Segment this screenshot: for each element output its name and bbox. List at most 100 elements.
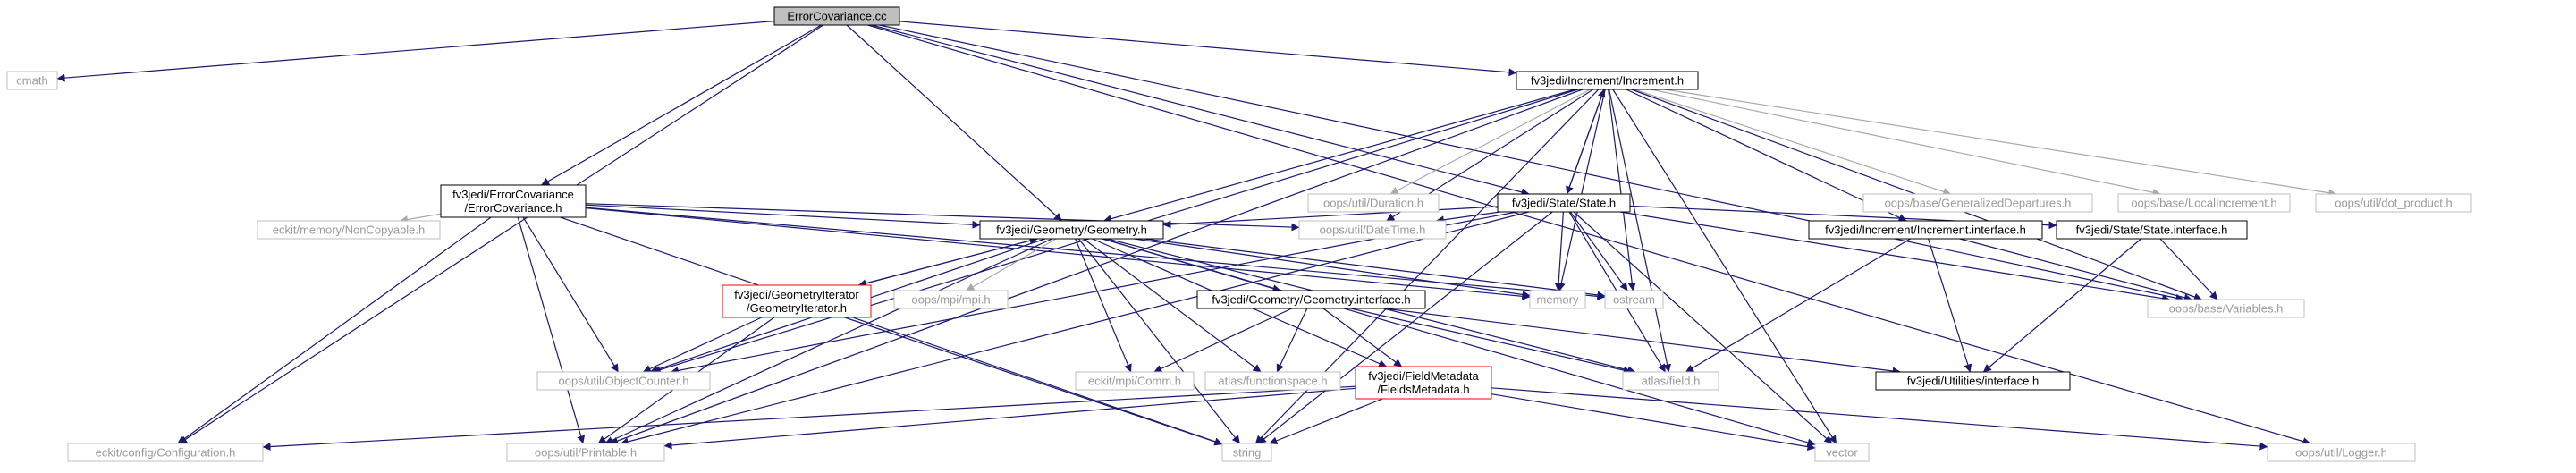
node-dotprod[interactable]: oops/util/dot_product.h — [2315, 193, 2472, 213]
edge-state-to-ostream — [1569, 211, 1628, 291]
node-printable-box — [506, 443, 665, 462]
node-errcov[interactable]: fv3jedi/ErrorCovariance/ErrorCovariance.… — [440, 184, 587, 218]
edge-errcov-to-datetime — [585, 203, 1300, 232]
node-root: ErrorCovariance.cc — [773, 6, 900, 26]
edge-geom-to-vector — [1102, 238, 1816, 447]
node-duration[interactable]: oops/util/Duration.h — [1307, 193, 1440, 213]
edge-inc-to-ostream — [1608, 89, 1636, 291]
edge-fieldmeta-to-logger — [1491, 387, 2268, 451]
node-memory-label-0: memory — [1537, 293, 1579, 307]
nodes-layer: ErrorCovariance.cc cmath eckit/config/Conf… — [6, 6, 2472, 462]
node-objcounter[interactable]: oops/util/ObjectCounter.h — [536, 371, 711, 391]
node-memory[interactable]: memory — [1529, 290, 1586, 309]
edge-root-to-state — [871, 24, 1530, 197]
edge-state-to-inc — [1566, 89, 1606, 195]
edge-inc-to-dotprod — [1664, 89, 2337, 198]
node-vector[interactable]: vector — [1814, 443, 1870, 462]
edge-fieldmeta-to-vector — [1491, 393, 1816, 452]
node-stateinterface-box — [2056, 220, 2248, 240]
node-utilinterface-box — [1875, 371, 2071, 391]
node-noncopy-label-0: eckit/memory/NonCopyable.h — [273, 224, 426, 237]
node-printable[interactable]: oops/util/Printable.h — [506, 443, 665, 462]
edge-inc-to-printable — [610, 89, 1584, 445]
edge-geominterface-to-funcspace — [1276, 308, 1308, 373]
node-noncopy[interactable]: eckit/memory/NonCopyable.h — [257, 220, 441, 240]
node-state[interactable]: fv3jedi/State/State.h — [1497, 193, 1631, 213]
node-geomiter[interactable]: fv3jedi/GeometryIterator/GeometryIterato… — [722, 284, 872, 318]
node-errcov-box — [440, 184, 587, 218]
edge-errcov-to-objcounter — [522, 216, 619, 373]
node-inc-box — [1516, 71, 1699, 90]
node-memory-box — [1529, 290, 1586, 309]
node-vector-box — [1814, 443, 1870, 462]
node-logger-label-0: oops/util/Logger.h — [2295, 446, 2387, 460]
edge-state-to-datetime — [1435, 211, 1500, 224]
node-geomiter-box — [722, 284, 872, 318]
edge-inc-to-vector — [1612, 89, 1837, 444]
node-noncopy-box — [257, 220, 441, 240]
node-state-label-0: fv3jedi/State/State.h — [1512, 197, 1616, 210]
edge-root-to-conf — [179, 24, 823, 444]
edge-inc-to-incinterface — [1626, 89, 1907, 222]
node-logger[interactable]: oops/util/Logger.h — [2267, 443, 2416, 462]
edge-geomiter-to-geom — [858, 236, 1038, 286]
node-conf-box — [67, 443, 264, 462]
edge-incinterface-to-variables — [1959, 238, 2192, 302]
node-dotprod-box — [2315, 193, 2472, 213]
node-root-box — [773, 6, 900, 26]
node-comm[interactable]: eckit/mpi/Comm.h — [1075, 371, 1195, 391]
node-errcov-label-1: /ErrorCovariance.h — [464, 201, 562, 215]
edge-geom-to-memory — [1134, 238, 1531, 299]
node-gendep[interactable]: oops/base/GeneralizedDepartures.h — [1862, 193, 2093, 213]
node-gendep-label-0: oops/base/GeneralizedDepartures.h — [1885, 197, 2072, 210]
edge-geomiter-to-string — [844, 317, 1223, 446]
node-inc[interactable]: fv3jedi/Increment/Increment.h — [1516, 71, 1699, 90]
node-ostream-box — [1604, 290, 1664, 309]
node-objcounter-box — [536, 371, 711, 391]
edge-state-to-geom — [1162, 206, 1499, 229]
edge-root-to-inc — [899, 21, 1517, 77]
node-geom[interactable]: fv3jedi/Geometry/Geometry.h — [979, 220, 1164, 240]
edge-errcov-to-geom — [585, 204, 981, 229]
node-localinc[interactable]: oops/base/LocalIncrement.h — [2117, 193, 2291, 213]
edge-errcov-to-printable — [517, 216, 586, 444]
node-incinterface-label-0: fv3jedi/Increment/Increment.interface.h — [1825, 224, 2026, 237]
node-comm-box — [1075, 371, 1195, 391]
node-fieldmeta[interactable]: fv3jedi/FieldMetadata/FieldsMetadata.h — [1355, 366, 1492, 400]
edge-fieldmeta-to-string — [1269, 398, 1383, 445]
node-geominterface[interactable]: fv3jedi/Geometry/Geometry.interface.h — [1196, 290, 1426, 309]
node-mpi[interactable]: oops/mpi/mpi.h — [893, 290, 1009, 309]
node-incinterface[interactable]: fv3jedi/Increment/Increment.interface.h — [1808, 220, 2043, 240]
node-localinc-box — [2117, 193, 2291, 213]
edge-inc-to-duration — [1389, 89, 1591, 195]
edge-incinterface-to-field — [1685, 238, 1911, 373]
node-geom-box — [979, 220, 1164, 240]
node-datetime-box — [1298, 220, 1447, 240]
edge-geom-to-funcspace — [1083, 238, 1262, 373]
node-string-label-0: string — [1233, 446, 1262, 460]
node-datetime[interactable]: oops/util/DateTime.h — [1298, 220, 1447, 240]
node-variables[interactable]: oops/base/Variables.h — [2147, 299, 2305, 318]
node-utilinterface[interactable]: fv3jedi/Utilities/interface.h — [1875, 371, 2071, 391]
node-vector-label-0: vector — [1826, 446, 1858, 460]
edge-inc-to-geom — [1102, 89, 1575, 224]
node-cmath[interactable]: cmath — [6, 71, 58, 90]
node-field[interactable]: atlas/field.h — [1622, 371, 1719, 391]
node-funcspace-label-0: atlas/functionspace.h — [1218, 375, 1327, 388]
node-stateinterface[interactable]: fv3jedi/State/State.interface.h — [2056, 220, 2248, 240]
node-incinterface-box — [1808, 220, 2043, 240]
node-ostream-label-0: ostream — [1613, 293, 1655, 307]
edge-errcov-to-noncopy — [400, 213, 442, 224]
node-stateinterface-label-0: fv3jedi/State/State.interface.h — [2076, 224, 2228, 237]
node-funcspace[interactable]: atlas/functionspace.h — [1204, 371, 1341, 391]
node-printable-label-0: oops/util/Printable.h — [535, 446, 637, 460]
node-ostream[interactable]: ostream — [1604, 290, 1664, 309]
edge-state-to-vector — [1573, 211, 1833, 444]
edge-geominterface-to-comm — [1153, 308, 1293, 373]
edge-errcov-to-memory — [585, 207, 1531, 300]
node-string[interactable]: string — [1221, 443, 1272, 462]
node-conf[interactable]: eckit/config/Configuration.h — [67, 443, 264, 462]
edge-state-to-variables — [1619, 211, 2171, 303]
node-duration-box — [1307, 193, 1440, 213]
